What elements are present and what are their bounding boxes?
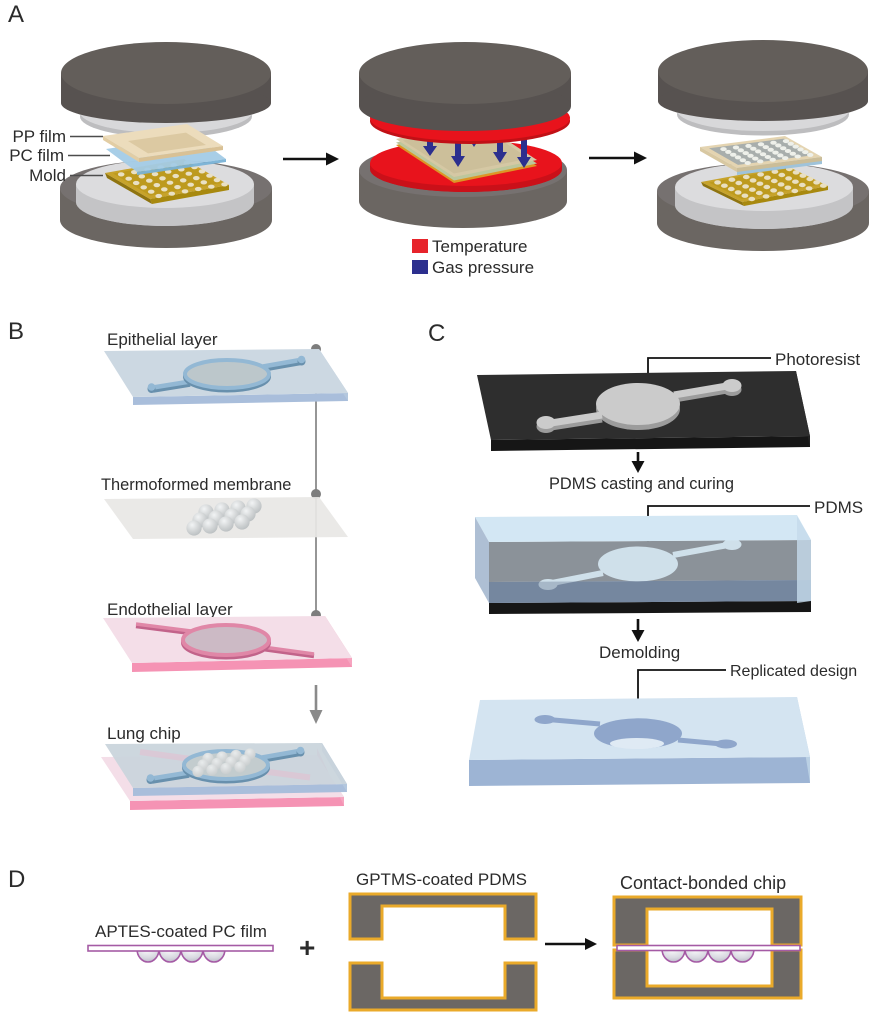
svg-text:Replicated design: Replicated design [730,663,857,680]
svg-text:Photoresist: Photoresist [775,350,860,369]
svg-text:D: D [8,866,25,893]
svg-text:Temperature: Temperature [432,237,527,256]
svg-text:PDMS: PDMS [814,498,863,517]
svg-text:A: A [8,1,24,28]
svg-text:PP film: PP film [12,127,66,146]
svg-text:Demolding: Demolding [599,643,680,662]
svg-text:Gas pressure: Gas pressure [432,258,534,277]
svg-text:Contact-bonded chip: Contact-bonded chip [620,873,786,893]
svg-text:+: + [299,932,315,963]
svg-text:GPTMS-coated PDMS: GPTMS-coated PDMS [356,870,527,889]
svg-text:Epithelial layer: Epithelial layer [107,330,218,349]
svg-text:APTES-coated PC film: APTES-coated PC film [95,922,267,941]
svg-text:Thermoformed membrane: Thermoformed membrane [101,476,291,494]
svg-text:PDMS casting and curing: PDMS casting and curing [549,475,734,493]
svg-text:Endothelial layer: Endothelial layer [107,600,233,619]
svg-text:C: C [428,320,445,347]
svg-text:Lung chip: Lung chip [107,724,181,743]
svg-text:Mold: Mold [29,166,66,185]
svg-text:B: B [8,318,24,345]
svg-text:PC film: PC film [9,146,64,165]
